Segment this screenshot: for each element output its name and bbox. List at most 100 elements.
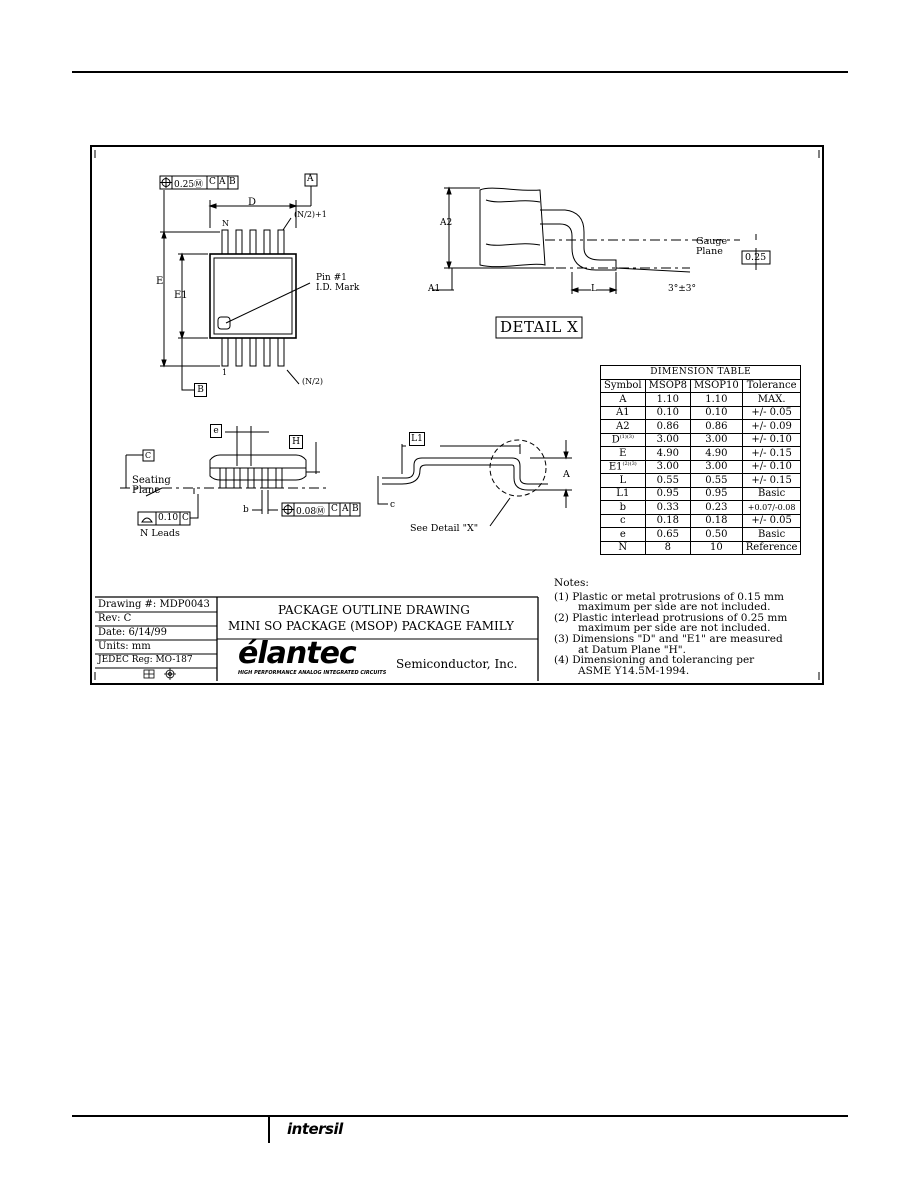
cell-msop8-text: 0.10 bbox=[656, 407, 679, 419]
cell-msop10: 10 bbox=[690, 540, 743, 555]
cell-msop8: 0.10 bbox=[644, 405, 692, 420]
cell-symbol: A bbox=[600, 392, 646, 407]
cell-msop8-text: 0.86 bbox=[656, 420, 679, 432]
cell-msop8: 0.95 bbox=[644, 486, 692, 501]
col-header: MSOP8 bbox=[644, 378, 692, 393]
tol2-b: B bbox=[352, 504, 359, 514]
note-line: (4) Dimensioning and tolerancing per bbox=[554, 654, 755, 667]
cell-msop10-text: 0.95 bbox=[705, 488, 728, 500]
cell-msop8: 0.33 bbox=[644, 500, 692, 515]
cell-symbol: A1 bbox=[600, 405, 646, 420]
gauge-plane-label: Gauge Plane bbox=[696, 236, 728, 257]
gauge-value: 0.25 bbox=[745, 252, 767, 263]
cell-msop10: 3.00 bbox=[690, 432, 743, 447]
cell-symbol-text: L1 bbox=[616, 488, 630, 500]
tol-box-value: 0.25Ⓜ bbox=[174, 180, 204, 190]
cell-tolerance: Basic bbox=[741, 527, 802, 542]
tol2-c: C bbox=[331, 504, 338, 514]
note-line: at Datum Plane "H". bbox=[578, 643, 686, 656]
cell-symbol: E bbox=[600, 446, 646, 461]
cell-tolerance-text: +/- 0.05 bbox=[751, 407, 792, 419]
cell-msop10: 0.23 bbox=[690, 500, 743, 515]
cell-msop10: 1.10 bbox=[690, 392, 743, 407]
dim-c-label: c bbox=[390, 500, 396, 510]
units: Units: mm bbox=[98, 641, 151, 652]
jedec-reg: JEDEC Reg: MO-187 bbox=[98, 655, 193, 665]
cell-symbol-text: A1 bbox=[616, 407, 630, 419]
drawing-title-1: PACKAGE OUTLINE DRAWING bbox=[278, 603, 470, 617]
dim-b-label: b bbox=[243, 505, 249, 515]
note-line: (2) Plastic interlead protrusions of 0.2… bbox=[554, 611, 788, 624]
notes-heading: Notes: bbox=[554, 577, 589, 589]
cell-msop8-text: 0.18 bbox=[656, 515, 679, 527]
cell-msop8: 0.65 bbox=[644, 527, 692, 542]
cell-tolerance-text: +/- 0.10 bbox=[751, 434, 792, 446]
tol2-value: 0.08Ⓜ bbox=[296, 507, 326, 517]
cell-msop10-text: 0.86 bbox=[705, 420, 728, 432]
cell-msop10: 4.90 bbox=[690, 446, 743, 461]
table-row: A1 0.10 0.10 +/- 0.05 bbox=[600, 405, 802, 420]
datum-c-label: C bbox=[145, 451, 152, 460]
cell-symbol: A2 bbox=[600, 419, 646, 434]
note-line: (3) Dimensions "D" and "E1" are measured bbox=[554, 632, 783, 645]
dimension-table-caption: DIMENSION TABLE bbox=[599, 365, 802, 380]
col-header: Tolerance bbox=[741, 378, 802, 393]
cell-msop10: 0.50 bbox=[690, 527, 743, 542]
dim-a-label: A bbox=[563, 469, 570, 480]
cell-symbol: D(1)(3) bbox=[600, 432, 646, 447]
cell-tolerance-text: Reference bbox=[745, 542, 798, 554]
cell-msop10: 0.55 bbox=[690, 473, 743, 488]
detail-x-title: DETAIL X bbox=[500, 318, 579, 336]
cell-symbol: E1(2)(3) bbox=[600, 459, 646, 474]
table-row: A2 0.86 0.86 +/- 0.09 bbox=[600, 419, 802, 434]
cell-symbol: N bbox=[600, 540, 646, 555]
pin-n2-label: (N/2)+1 bbox=[294, 210, 327, 219]
cell-msop8-text: 4.90 bbox=[656, 447, 679, 459]
cell-tolerance: +/- 0.10 bbox=[741, 459, 802, 474]
tol-box-b: B bbox=[229, 177, 236, 187]
cell-symbol-footnote: (1)(3) bbox=[619, 434, 634, 441]
table-row: E 4.90 4.90 +/- 0.15 bbox=[600, 446, 802, 461]
cell-msop10-text: 0.18 bbox=[705, 515, 728, 527]
cell-tolerance: +/- 0.09 bbox=[741, 419, 802, 434]
angle-label: 3°±3° bbox=[668, 284, 696, 294]
cell-msop10: 0.95 bbox=[690, 486, 743, 501]
cell-msop8: 8 bbox=[644, 540, 692, 555]
cell-tolerance-text: +/- 0.15 bbox=[751, 447, 792, 459]
cell-msop10-text: 0.55 bbox=[705, 474, 728, 486]
elantec-tagline: HIGH PERFORMANCE ANALOG INTEGRATED CIRCU… bbox=[238, 670, 387, 676]
intersil-logo: intersil bbox=[287, 1120, 343, 1138]
dim-d-label: D bbox=[248, 197, 257, 208]
cell-msop10-text: 1.10 bbox=[705, 393, 728, 405]
note-line: (1) Plastic or metal protrusions of 0.15… bbox=[554, 590, 784, 603]
company-name: Semiconductor, Inc. bbox=[396, 657, 518, 671]
cell-symbol: e bbox=[600, 527, 646, 542]
dim-e1-label: E1 bbox=[174, 290, 188, 301]
pin-n-label: N bbox=[222, 219, 229, 228]
cell-symbol: c bbox=[600, 513, 646, 528]
revision: Rev: C bbox=[98, 613, 132, 624]
cell-msop10: 3.00 bbox=[690, 459, 743, 474]
cell-tolerance-text: +0.07/-0.08 bbox=[747, 502, 796, 512]
cell-tolerance: MAX. bbox=[741, 392, 802, 407]
cell-msop10-text: 0.10 bbox=[705, 407, 728, 419]
footer-divider bbox=[268, 1117, 270, 1143]
notes: Notes: (1) Plastic or metal protrusions … bbox=[554, 578, 787, 676]
cell-tolerance: +/- 0.15 bbox=[741, 446, 802, 461]
cell-msop10-text: 0.50 bbox=[705, 528, 728, 540]
cell-tolerance: Basic bbox=[741, 486, 802, 501]
dim-l1-label: L1 bbox=[409, 432, 425, 446]
cell-msop8: 4.90 bbox=[644, 446, 692, 461]
seating-plane-label: Seating Plane bbox=[132, 475, 171, 496]
pin-n2b-label: (N/2) bbox=[302, 377, 324, 386]
drawing-frame bbox=[90, 145, 824, 685]
tol2-a: A bbox=[342, 504, 349, 514]
cell-msop10-text: 3.00 bbox=[705, 461, 728, 473]
cell-symbol-text: A bbox=[619, 393, 627, 405]
cell-msop8-text: 3.00 bbox=[656, 461, 679, 473]
